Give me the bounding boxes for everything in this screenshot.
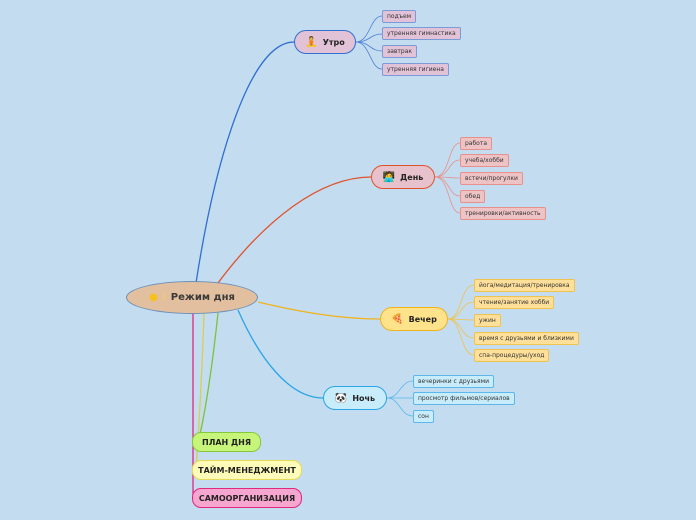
leaf-day-3[interactable]: обед [460,190,486,203]
topic-label: ПЛАН ДНЯ [202,437,251,447]
meditation-icon: 🧘 [305,36,318,48]
leaf-night-2[interactable]: сон [413,410,434,423]
link-day-1 [434,159,461,178]
branch-night[interactable]: 🐼 Ночь [323,386,387,410]
link-morning-2 [355,41,383,52]
leaf-morning-3[interactable]: утренняя гигиена [382,63,449,76]
branch-label: Вечер [408,314,437,324]
link-morning-1 [355,33,383,43]
topic-self-organization[interactable]: САМООРГАНИЗАЦИЯ [192,488,302,508]
leaf-night-0[interactable]: вечеринки с друзьями [413,375,495,388]
leaf-evening-1[interactable]: чтение/занятие хобби [474,296,555,309]
root-label: Режим дня [170,292,235,303]
link-root-time [195,312,205,471]
leaf-morning-1[interactable]: утренняя гимнастика [382,27,461,40]
link-root-morning [195,41,295,284]
root-node[interactable]: ●☽ Режим дня [126,281,258,314]
leaf-day-1[interactable]: учеба/хобби [460,154,509,167]
sun-moon-icon: ●☽ [149,292,167,303]
link-root-evening [257,301,381,320]
pizza-icon: 🍕 [391,313,404,325]
leaf-morning-0[interactable]: подъем [382,10,417,23]
link-morning-0 [355,15,383,43]
link-day-4 [434,176,461,214]
leaf-night-1[interactable]: просмотр фильмов/сериалов [413,392,515,405]
link-evening-3 [447,318,475,339]
link-day-3 [434,176,461,197]
branch-day[interactable]: 🧑‍💻 День [371,165,435,189]
topic-day-plan[interactable]: ПЛАН ДНЯ [192,432,261,452]
branch-label: День [400,172,424,182]
leaf-morning-2[interactable]: завтрак [382,45,418,58]
topic-label: ТАЙМ-МЕНЕДЖМЕНТ [198,465,296,475]
link-root-night [237,309,324,399]
person-laptop-icon: 🧑‍💻 [382,171,396,183]
link-night-0 [386,380,414,399]
leaf-day-4[interactable]: тренировки/активность [460,207,546,220]
leaf-day-2[interactable]: встечи/прогулки [460,172,523,185]
leaf-evening-4[interactable]: спа-процедуры/уход [474,349,550,362]
link-root-day [217,176,372,284]
link-evening-4 [447,318,475,356]
leaf-evening-2[interactable]: ужин [474,314,501,327]
branch-label: Утро [322,37,345,47]
branch-label: Ночь [352,393,376,403]
leaf-day-0[interactable]: работа [460,137,493,150]
leaf-evening-0[interactable]: йога/медитация/тренировка [474,279,575,292]
link-morning-3 [355,41,383,70]
link-evening-0 [447,284,475,320]
branch-evening[interactable]: 🍕 Вечер [380,307,448,331]
panda-icon: 🐼 [334,392,348,404]
link-night-2 [386,397,414,417]
link-day-0 [434,142,461,178]
topic-label: САМООРГАНИЗАЦИЯ [198,493,296,503]
leaf-evening-3[interactable]: время с друзьями и близкими [474,332,579,345]
branch-morning[interactable]: 🧘 Утро [294,30,356,54]
link-evening-1 [447,301,475,320]
topic-time-management[interactable]: ТАЙМ-МЕНЕДЖМЕНТ [192,460,302,480]
